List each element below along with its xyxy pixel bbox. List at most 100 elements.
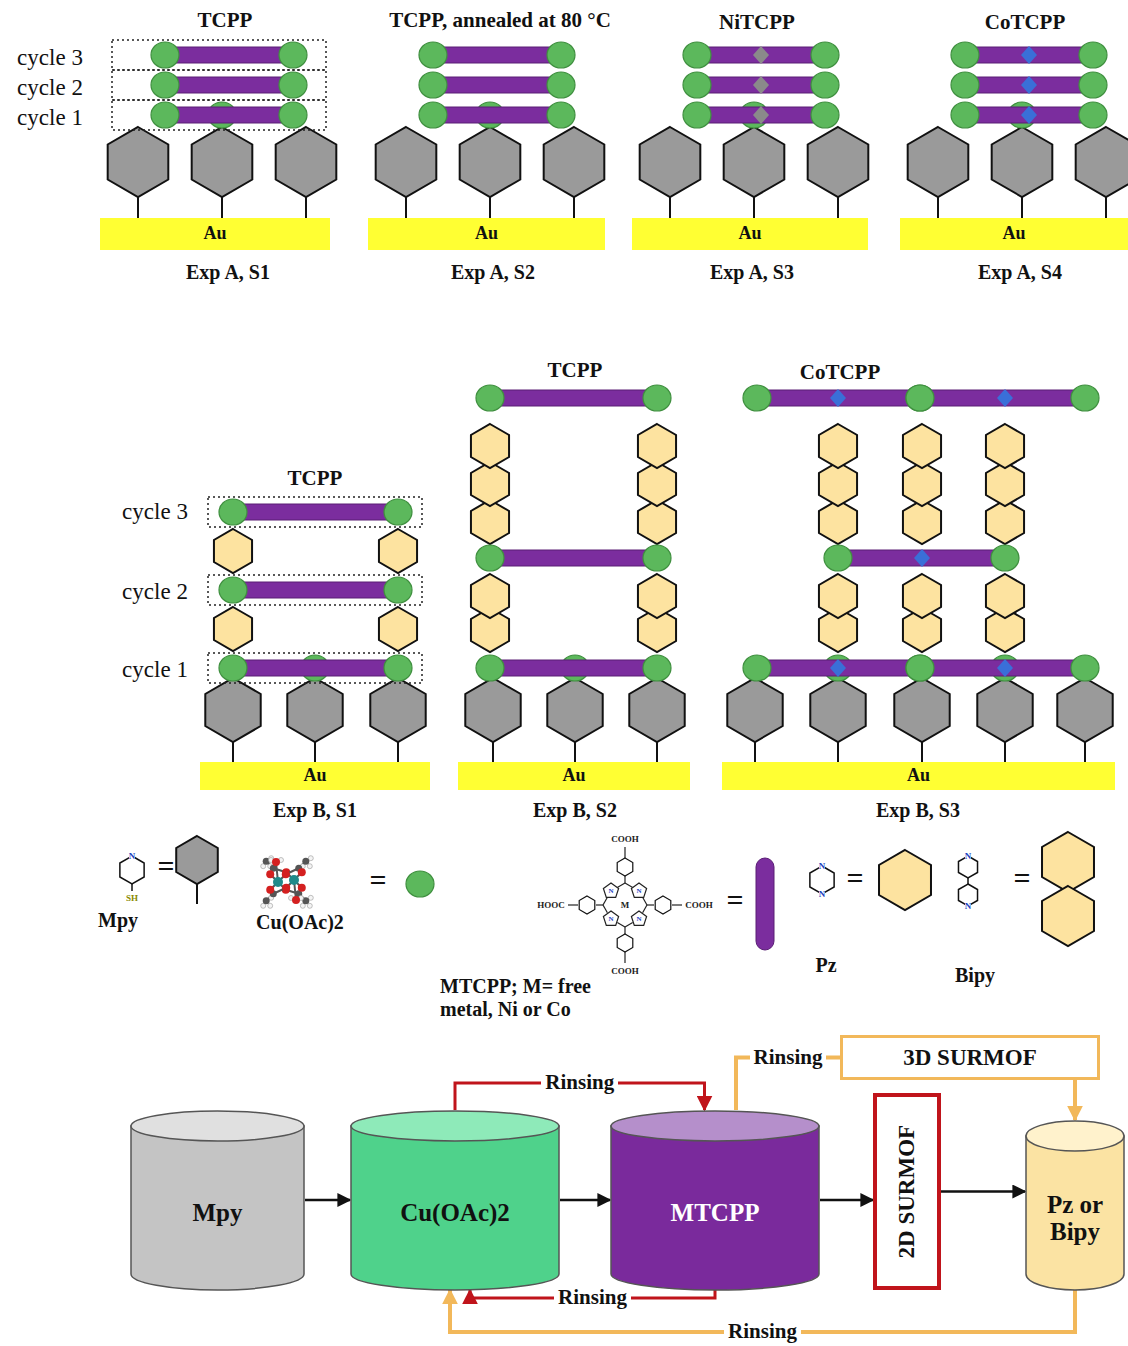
atom-label: N [636, 887, 641, 895]
equals-sign: = [369, 863, 386, 898]
porphyrin-linker [433, 77, 561, 93]
metal-center [753, 46, 769, 64]
node-label: Cu(OAc)2 [400, 1199, 510, 1227]
caption-label: MTCPP; M= free metal, Ni or Co [440, 975, 618, 1021]
bond-line [596, 904, 603, 905]
cycle-bracket [208, 575, 422, 605]
bond-line [624, 952, 625, 963]
mpy-hexagon [276, 127, 337, 197]
copper-paddlewheel [384, 655, 412, 681]
mpy-hexagon [1076, 127, 1128, 197]
bond-line [625, 923, 633, 927]
copper-paddlewheel [683, 102, 711, 128]
gold-substrate: Au [632, 218, 868, 250]
thiol-stem [221, 197, 223, 218]
gold-substrate: Au [458, 762, 690, 790]
thiol-stem [754, 742, 756, 762]
copper-paddlewheel [151, 102, 179, 128]
hydrogen-atom [268, 903, 273, 908]
thiol-stem [1004, 742, 1006, 762]
panel-title: TCPP [198, 8, 253, 32]
copper-paddlewheel [419, 72, 447, 98]
mpy-hexagon [176, 836, 218, 884]
copper-paddlewheel [951, 102, 979, 128]
flow-arrow [820, 1199, 873, 1202]
copper-paddlewheel [906, 655, 934, 681]
metal-center [997, 659, 1013, 677]
copper-paddlewheel [643, 385, 671, 411]
copper-paddlewheel [219, 577, 247, 603]
bond-line [643, 897, 647, 905]
oxygen-atom [282, 870, 290, 878]
pillar-hexagon [379, 607, 417, 651]
bond-line [967, 878, 969, 884]
copper-paddlewheel [951, 72, 979, 98]
copper-paddlewheel [683, 42, 711, 68]
panel-title: TCPP, annealed at 80 °C [389, 8, 611, 32]
copper-paddlewheel [419, 102, 447, 128]
gold-substrate: Au [100, 218, 330, 250]
carbon-atom [302, 858, 309, 865]
thiol-stem [137, 197, 139, 218]
bond-line [617, 883, 625, 887]
cylinder-top [611, 1111, 819, 1141]
thiol-stem [669, 197, 671, 218]
cycle-label: cycle 1 [122, 657, 188, 683]
pillar-hexagon [1042, 886, 1094, 946]
atom-label: N [965, 851, 972, 861]
porphyrin-linker [965, 107, 1093, 123]
metal-center [830, 389, 846, 407]
mpy-hexagon [629, 678, 684, 742]
caption-label: Exp A, S2 [451, 261, 535, 284]
porphyrin-linker [697, 107, 825, 123]
pillar-hexagon [986, 574, 1024, 618]
copper-paddlewheel [1071, 385, 1099, 411]
phenyl-ring [655, 896, 671, 914]
pillar-hexagon [379, 529, 417, 573]
mpy-hexagon [808, 127, 869, 197]
cycle-label: cycle 1 [17, 105, 83, 131]
thiol-stem [196, 884, 198, 904]
atom-label: N [636, 915, 641, 923]
node-label: Pz or Bipy [1033, 1191, 1117, 1246]
thiol-stem [397, 742, 399, 762]
porphyrin-linker [756, 858, 774, 950]
pillar-hexagon [819, 574, 857, 618]
thiol-stem [489, 197, 491, 218]
porphyrin-linker [965, 77, 1093, 93]
cylinder-body [1026, 1136, 1124, 1290]
copper-paddlewheel [951, 42, 979, 68]
caption-label: Bipy [955, 964, 995, 987]
node-label: MTCPP [671, 1199, 760, 1227]
pyrrole-ring [631, 911, 646, 925]
pillar-hexagon [214, 529, 252, 573]
copper-paddlewheel [1079, 102, 1107, 128]
node-label: Au [562, 766, 585, 786]
pillar-hexagon [879, 850, 931, 910]
node-label: Au [475, 224, 498, 244]
caption-label: Exp A, S3 [710, 261, 794, 284]
cycle-bracket [112, 40, 326, 70]
oxygen-atom [266, 886, 274, 894]
atom-label: COOH [685, 900, 713, 910]
bond-line [568, 904, 578, 905]
pyrrole-ring [603, 911, 618, 925]
porphyrin-linker [165, 77, 293, 93]
solution-cylinder: Pz or Bipy [1025, 1120, 1125, 1290]
mpy-hexagon [376, 127, 437, 197]
metal-center [914, 549, 930, 567]
mpy-hexagon [465, 678, 520, 742]
pillar-hexagon [471, 424, 509, 468]
atom-label: HOOC [537, 900, 565, 910]
thiol-stem [314, 742, 316, 762]
porphyrin-linker [490, 390, 657, 406]
porphyrin-linker [165, 107, 293, 123]
oxygen-atom [272, 858, 280, 866]
node-label: Au [303, 766, 326, 786]
solution-cylinder: Cu(OAc)2 [350, 1110, 560, 1290]
atom-label: COOH [611, 966, 639, 976]
cycle-bracket [208, 653, 422, 683]
porphyrin-linker [433, 107, 561, 123]
pyrrole-ring [603, 883, 618, 897]
hydrogen-atom [307, 864, 312, 869]
